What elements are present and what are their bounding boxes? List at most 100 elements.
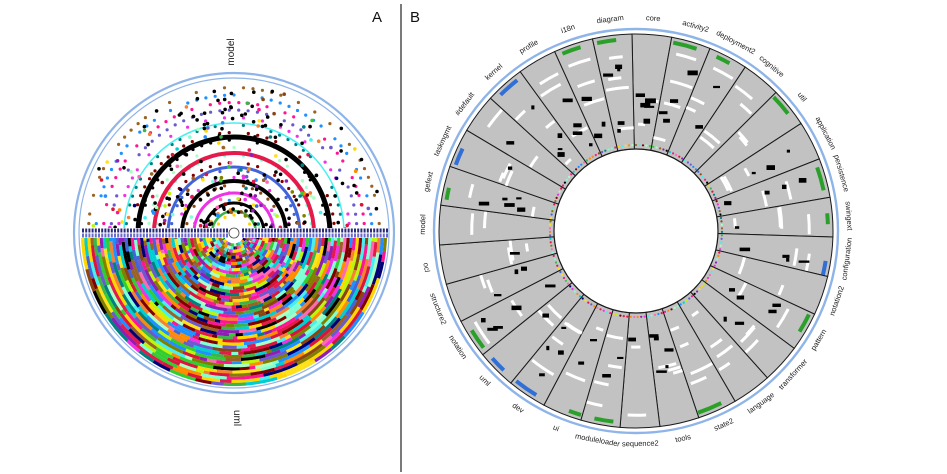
panel-a-edge-arc	[263, 258, 273, 269]
panel-a-node-dot	[261, 97, 265, 102]
dependency-block	[617, 121, 625, 125]
panel-a-node-dot	[359, 203, 364, 207]
panel-a-edge-arc	[194, 328, 213, 338]
panel-a-edge-arc	[121, 241, 131, 270]
panel-a-edge-arc	[209, 371, 230, 377]
package-rim-dot	[634, 143, 638, 147]
panel-a-node-dot	[282, 119, 286, 123]
panel-a-node-dot	[347, 142, 351, 146]
panel-a-node-dot	[122, 166, 126, 170]
panel-b-inner-hole	[553, 148, 719, 314]
panel-a-node-dot	[195, 118, 199, 122]
panel-a-edge-arc	[199, 356, 208, 362]
panel-a-node-dot	[218, 197, 223, 202]
panel-a-node-dot	[369, 212, 373, 216]
panel-a-edge-arc	[206, 374, 227, 380]
panel-a-axis-tick	[120, 233, 123, 238]
panel-a-edge-arc	[107, 276, 124, 306]
dependency-block	[602, 374, 611, 378]
panel-a-edge-arc	[255, 330, 279, 341]
panel-a-node-dot	[221, 145, 226, 150]
panel-a-edge-arc	[112, 261, 125, 288]
panel-a-edge-arc	[172, 317, 184, 327]
panel-a-axis-tick	[363, 228, 366, 233]
package-channel	[524, 243, 530, 252]
panel-a-edge-arc	[221, 241, 226, 246]
panel-a-edge-arc	[238, 254, 243, 259]
panel-a-edge-arc	[97, 275, 108, 295]
panel-a-edge-arc	[199, 263, 204, 268]
panel-a-edge-arc	[169, 368, 196, 382]
dependency-block	[713, 85, 720, 89]
panel-a-edge-arc	[306, 281, 318, 296]
panel-a-edge-arc	[334, 271, 340, 279]
panel-a-node-dot	[331, 212, 335, 216]
panel-a-edge-arc	[166, 249, 173, 259]
panel-a-node-dot	[300, 191, 304, 195]
panel-a-node-dot	[179, 164, 183, 168]
panel-a-node-dot	[126, 215, 131, 220]
panel-a-edge-arc	[211, 282, 220, 288]
package-rim-dot	[561, 273, 564, 277]
panel-a-node-dot	[232, 93, 236, 97]
panel-a-axis-tick	[280, 228, 283, 233]
panel-a-edge-arc	[195, 348, 212, 357]
panel-a-node-dot	[287, 129, 291, 133]
panel-a-edge-arc	[273, 243, 281, 255]
panel-a-edge-arc	[162, 305, 184, 323]
package-rim-dot	[705, 279, 708, 282]
panel-a-axis-tick	[181, 233, 184, 238]
panel-a-edge-arc	[148, 284, 164, 303]
package-rim-dot	[594, 153, 597, 157]
panel-a-node-dot	[229, 105, 233, 110]
panel-a-edge-arc	[241, 304, 248, 309]
dependency-block	[573, 123, 582, 128]
panel-a-axis-tick	[248, 228, 251, 233]
panel-a-axis-tick	[328, 228, 331, 233]
panel-a-edge-arc	[248, 242, 254, 249]
package-label: dev	[511, 401, 526, 415]
panel-a-node-dot	[199, 112, 203, 116]
panel-a-edge-arc	[182, 350, 201, 360]
panel-a-edge-arc	[137, 244, 144, 262]
panel-a-node-dot	[245, 179, 250, 183]
package-rim-dot	[706, 276, 710, 280]
panel-a-edge-arc	[170, 352, 181, 360]
panel-a-edge-arc	[183, 282, 190, 289]
panel-a-axis-tick	[206, 233, 209, 238]
panel-a-edge-arc	[161, 290, 181, 310]
panel-a-edge-arc	[157, 251, 166, 266]
panel-a-node-dot	[230, 116, 235, 121]
panel-a-edge-arc	[215, 239, 221, 245]
panel-a-node-dot	[143, 198, 147, 203]
panel-a-edge-arc	[124, 303, 137, 319]
panel-a-edge-arc	[186, 249, 191, 254]
panel-a-edge-arc	[259, 240, 266, 248]
panel-a-axis-tick	[302, 228, 305, 233]
panel-a-axis-tick	[322, 233, 324, 238]
panel-a-node-dot	[255, 110, 259, 114]
panel-a-node-dot	[105, 203, 109, 207]
panel-a-edge-arc	[194, 243, 201, 253]
panel-a-edge-arc	[271, 360, 280, 366]
panel-a-node-dot	[129, 128, 133, 132]
panel-a-axis-tick	[309, 233, 312, 238]
panel-a-node-dot	[103, 194, 108, 198]
package-channel	[738, 136, 748, 147]
panel-a-node-dot	[232, 145, 236, 150]
panel-a-edge-arc	[139, 342, 153, 355]
panel-a-edge-arc	[205, 286, 211, 292]
package-label: ocl	[421, 262, 432, 273]
panel-a-edge-arc	[174, 287, 183, 295]
panel-a-node-dot	[223, 107, 227, 112]
panel-a-edge-arc	[209, 277, 215, 283]
panel-a-axis-tick	[312, 228, 315, 233]
panel-a-node-dot	[202, 126, 207, 131]
panel-a-edge-arc	[260, 324, 276, 333]
panel-a-edge-arc	[234, 322, 249, 328]
panel-a-edge-arc	[300, 238, 307, 253]
panel-a-axis-tick	[347, 233, 350, 238]
package-rim-dot	[570, 173, 573, 176]
panel-a-axis-tick	[366, 233, 369, 238]
package-rim-dot	[581, 297, 584, 300]
